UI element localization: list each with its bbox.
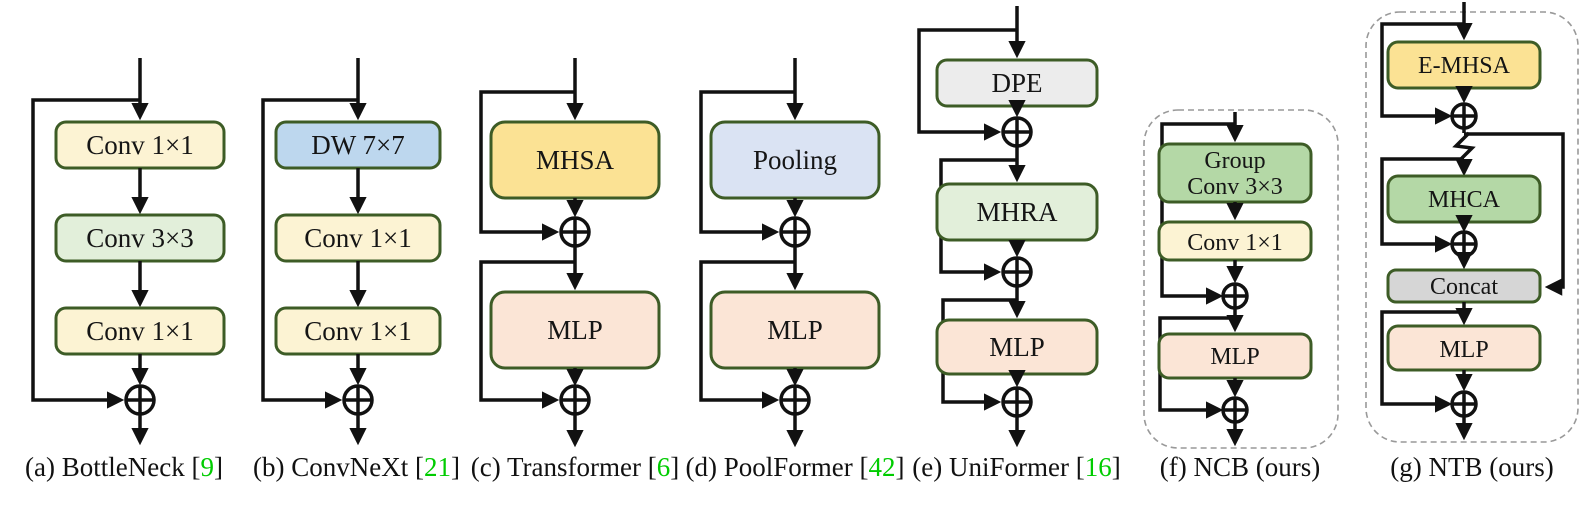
block-label: DPE: [991, 68, 1042, 98]
add-operator-icon: [559, 216, 591, 248]
caption-text: ]: [670, 452, 680, 482]
block-label: MLP: [989, 332, 1045, 362]
skip-connection: [1380, 157, 1464, 253]
block-label: MLP: [1439, 337, 1488, 363]
shortcut-to-concat: [1464, 132, 1565, 296]
diagram-transformer: MHSA MLP: [479, 58, 661, 448]
citation-number: 21: [423, 452, 451, 482]
block-label: Conv 1×1: [86, 130, 194, 160]
add-operator-icon: [1450, 102, 1478, 130]
block-label: MHRA: [976, 197, 1058, 227]
caption-convnext: (b) ConvNeXt [21]: [248, 452, 465, 508]
add-operator-icon: [124, 384, 156, 416]
block-label: MLP: [767, 315, 823, 345]
skip-connection: [1380, 22, 1464, 125]
add-operator-icon: [1221, 282, 1249, 310]
skip-connection: [31, 98, 140, 409]
diagram-uniformer: DPE MHRA MLP: [917, 6, 1099, 448]
caption-text: ]: [895, 452, 905, 482]
citation-number: 6: [656, 452, 671, 482]
add-operator-icon: [1221, 396, 1249, 424]
caption-text: ]: [1111, 452, 1121, 482]
diagram-ncb: Group Conv 3×3 Conv 1×1 MLP: [1143, 109, 1339, 449]
add-operator-icon: [1001, 256, 1033, 288]
panel-poolformer: Pooling MLP (d) PoolFormer [42]: [685, 0, 905, 508]
caption-text: (f) NCB (ours): [1159, 452, 1321, 482]
panel-ntb: E-MHSA MHCA Concat M: [1352, 0, 1592, 508]
caption-text: (e) UniFormer [: [912, 452, 1085, 482]
add-operator-icon: [342, 384, 374, 416]
diagram-ntb: E-MHSA MHCA Concat M: [1365, 2, 1579, 443]
caption-text: (g) NTB (ours): [1390, 452, 1554, 482]
skip-connection: [479, 90, 575, 241]
block-label: Conv 3×3: [86, 223, 194, 253]
citation-number: 16: [1084, 452, 1112, 482]
block-label: Conv 3×3: [1187, 174, 1283, 200]
add-operator-icon: [1450, 230, 1478, 258]
caption-text: ]: [450, 452, 460, 482]
block-label: Pooling: [753, 145, 837, 175]
block-label: Group: [1204, 148, 1265, 174]
citation-number: 9: [200, 452, 214, 482]
block-label: Conv 1×1: [86, 316, 194, 346]
caption-text: (d) PoolFormer [: [685, 452, 869, 482]
block-label: DW 7×7: [311, 130, 404, 160]
block-label: MHCA: [1428, 187, 1501, 213]
caption-transformer: (c) Transformer [6]: [465, 452, 685, 508]
skip-connection: [699, 90, 795, 241]
skip-connection: [699, 260, 795, 409]
diagram-bottleneck: Conv 1×1 Conv 3×3 Conv 1×1: [31, 58, 226, 446]
block-label: Conv 1×1: [304, 223, 412, 253]
block-label: Conv 1×1: [1187, 230, 1283, 256]
block-label: MLP: [1210, 344, 1259, 370]
add-operator-icon: [779, 384, 811, 416]
add-operator-icon: [559, 384, 591, 416]
add-operator-icon: [1450, 390, 1478, 418]
diagram-convnext: DW 7×7 Conv 1×1 Conv 1×1: [261, 58, 442, 446]
caption-text: (c) Transformer [: [470, 452, 657, 482]
skip-connection: [917, 28, 1017, 141]
ntb-dashed-outline: [1365, 11, 1579, 443]
channel-split-zigzag-icon: [1452, 131, 1476, 163]
block-label: MHSA: [536, 145, 615, 175]
block-label: MLP: [547, 315, 603, 345]
caption-text: (b) ConvNeXt [: [253, 452, 424, 482]
caption-text: ]: [213, 452, 223, 482]
skip-connection: [261, 98, 358, 409]
skip-connection: [1160, 122, 1235, 305]
add-operator-icon: [779, 216, 811, 248]
citation-number: 42: [868, 452, 896, 482]
block-label: E-MHSA: [1418, 53, 1511, 79]
panel-bottleneck: Conv 1×1 Conv 3×3 Conv 1×1 (a) BottleNec…: [0, 0, 248, 508]
caption-poolformer: (d) PoolFormer [42]: [685, 452, 905, 508]
caption-bottleneck: (a) BottleNeck [9]: [0, 452, 248, 508]
ncb-dashed-outline: [1143, 109, 1339, 449]
panel-uniformer: DPE MHRA MLP: [905, 0, 1128, 508]
panel-ncb: Group Conv 3×3 Conv 1×1 MLP (f) NCB (our…: [1128, 0, 1352, 508]
panel-convnext: DW 7×7 Conv 1×1 Conv 1×1 (b) ConvNeXt [2…: [248, 0, 465, 508]
block-label: Conv 1×1: [304, 316, 412, 346]
block-label: Concat: [1430, 274, 1498, 300]
panel-transformer: MHSA MLP (c) Transformer [6]: [465, 0, 685, 508]
add-operator-icon: [1001, 116, 1033, 148]
caption-uniformer: (e) UniFormer [16]: [905, 452, 1128, 508]
diagram-poolformer: Pooling MLP: [699, 58, 881, 448]
skip-connection: [1380, 310, 1464, 413]
caption-ncb: (f) NCB (ours): [1128, 452, 1352, 508]
skip-connection: [479, 260, 575, 409]
add-operator-icon: [1001, 386, 1033, 418]
caption-ntb: (g) NTB (ours): [1352, 452, 1592, 508]
caption-text: (a) BottleNeck [: [25, 452, 201, 482]
